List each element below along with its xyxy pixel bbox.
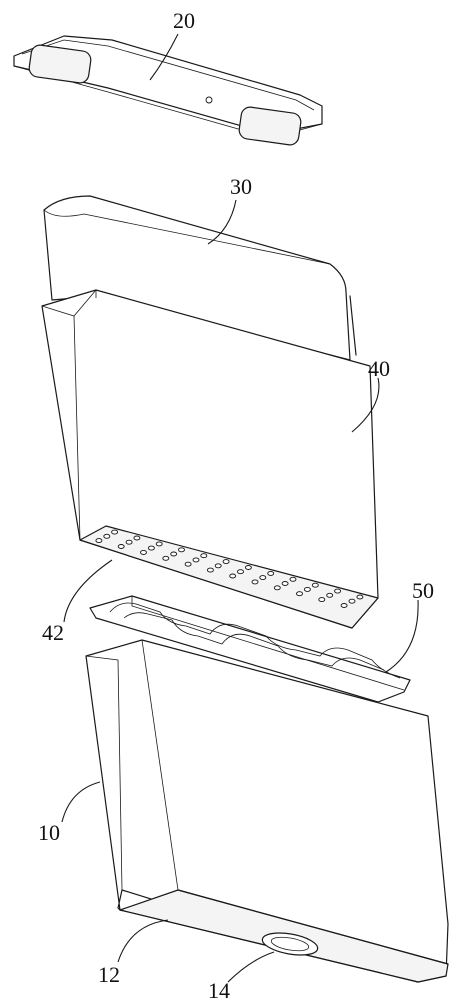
label-30: 30 <box>230 174 252 199</box>
perforation-hole <box>140 549 147 555</box>
perforation-hole <box>296 591 303 597</box>
label-20: 20 <box>173 8 195 33</box>
port-14 <box>261 932 319 956</box>
leader-10 <box>61 781 101 823</box>
perforation-hole <box>229 573 237 579</box>
perforation-hole <box>214 563 222 569</box>
perforation-hole <box>356 594 364 600</box>
perforation-hole <box>103 533 111 539</box>
label-40: 40 <box>368 356 390 381</box>
label-42: 42 <box>42 620 64 645</box>
perforation-hole <box>155 541 163 547</box>
perforation-hole <box>244 565 252 570</box>
perforation-hole <box>251 579 259 585</box>
perforation-hole <box>311 582 319 588</box>
connector-strip-50 <box>89 595 411 703</box>
perforation-hole <box>111 529 119 535</box>
perforation-hole <box>162 555 170 561</box>
perforation-hole <box>184 561 192 567</box>
label-14: 14 <box>208 978 230 1000</box>
leader-50 <box>385 599 419 673</box>
top-plate-20 <box>13 35 323 146</box>
perforation-hole <box>192 557 200 563</box>
label-10: 10 <box>38 820 60 845</box>
housing-40 <box>41 289 379 629</box>
perforation-hole <box>178 547 185 553</box>
perforation-hole <box>117 544 125 549</box>
perforation-hole <box>170 551 178 557</box>
leader-20 <box>149 33 179 81</box>
perforation-hole <box>334 588 342 594</box>
perforation-hole <box>95 538 103 544</box>
perforation-hole <box>303 586 311 592</box>
perforation-hole <box>200 553 208 559</box>
label-12: 12 <box>98 962 120 987</box>
leader-40 <box>351 377 380 433</box>
perforation-hole <box>326 592 334 598</box>
perforation-hole <box>340 603 348 608</box>
perforation-hole <box>222 559 230 565</box>
perforation-holes-42 <box>95 529 364 608</box>
perforation-hole <box>267 570 275 576</box>
leader-42 <box>63 559 113 623</box>
leader-14 <box>227 951 275 983</box>
perforation-hole <box>259 575 267 581</box>
perforation-hole <box>133 535 141 541</box>
perforation-hole <box>318 597 326 603</box>
perforation-hole <box>206 567 214 573</box>
perforation-hole <box>147 545 155 551</box>
perforation-hole <box>281 581 289 586</box>
leader-30 <box>207 199 237 245</box>
middle-body-30 <box>43 195 357 361</box>
label-50: 50 <box>412 578 434 603</box>
leader-12 <box>117 919 169 963</box>
bottom-box-10 <box>85 639 449 983</box>
perforation-hole <box>289 576 297 582</box>
perforation-hole <box>348 598 356 604</box>
perforation-hole <box>237 569 244 575</box>
perforation-hole <box>273 585 281 591</box>
perforation-hole <box>125 539 133 545</box>
